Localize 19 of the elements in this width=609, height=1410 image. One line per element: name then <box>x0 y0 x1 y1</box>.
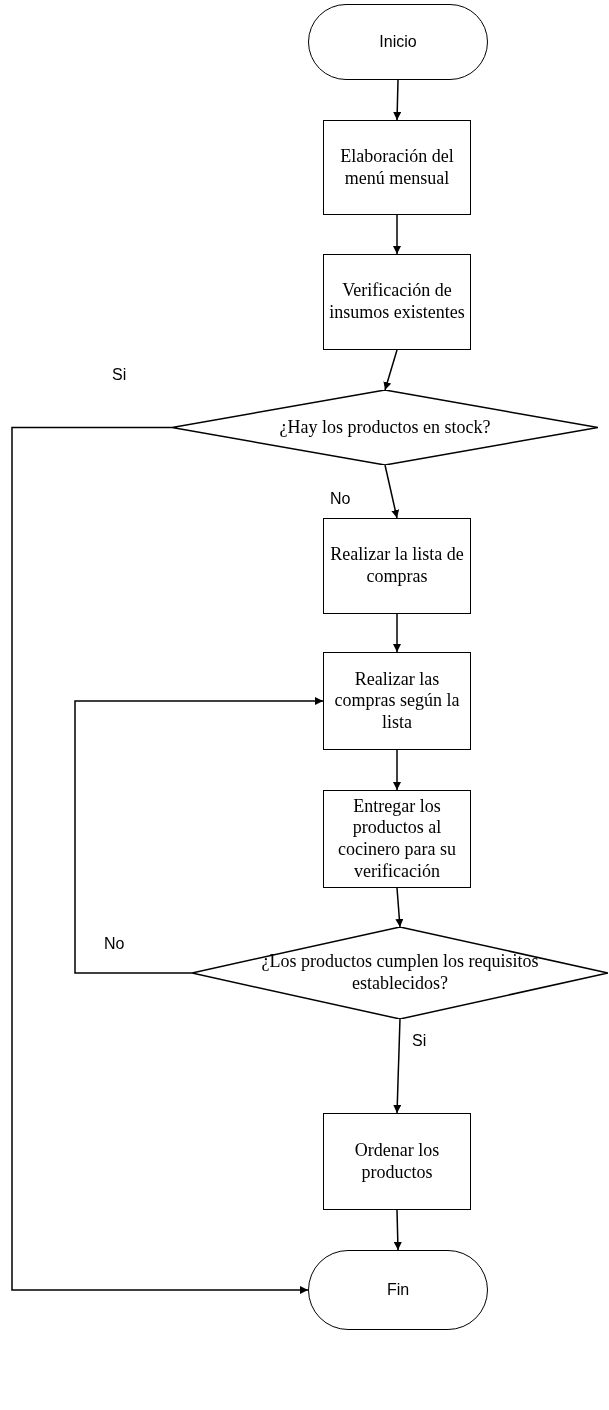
process-box: Entregar los productos al cocinero para su verificación <box>323 790 471 888</box>
arrow <box>393 214 401 255</box>
arrow <box>383 349 398 391</box>
process-box: Realizar las compras según la lista <box>323 652 471 750</box>
arrow <box>393 1018 402 1114</box>
arrow <box>393 1209 402 1251</box>
process-box: Ordenar los productos <box>323 1113 471 1210</box>
decision-diamond: ¿Hay los productos en stock? <box>172 390 598 465</box>
process-box: Elaboración del menú mensual <box>323 120 471 215</box>
arrow <box>393 749 401 791</box>
arrow <box>395 887 404 928</box>
process-box: Realizar la lista de compras <box>323 518 471 614</box>
arrow <box>11 426 309 1294</box>
arrow <box>393 613 401 653</box>
arrow <box>384 464 400 519</box>
process-box: Verificación de insumos existentes <box>323 254 471 350</box>
arrow <box>74 697 324 974</box>
arrow <box>393 79 402 121</box>
decision-diamond: ¿Los productos cumplen los requisitos establecidos? <box>192 927 608 1019</box>
